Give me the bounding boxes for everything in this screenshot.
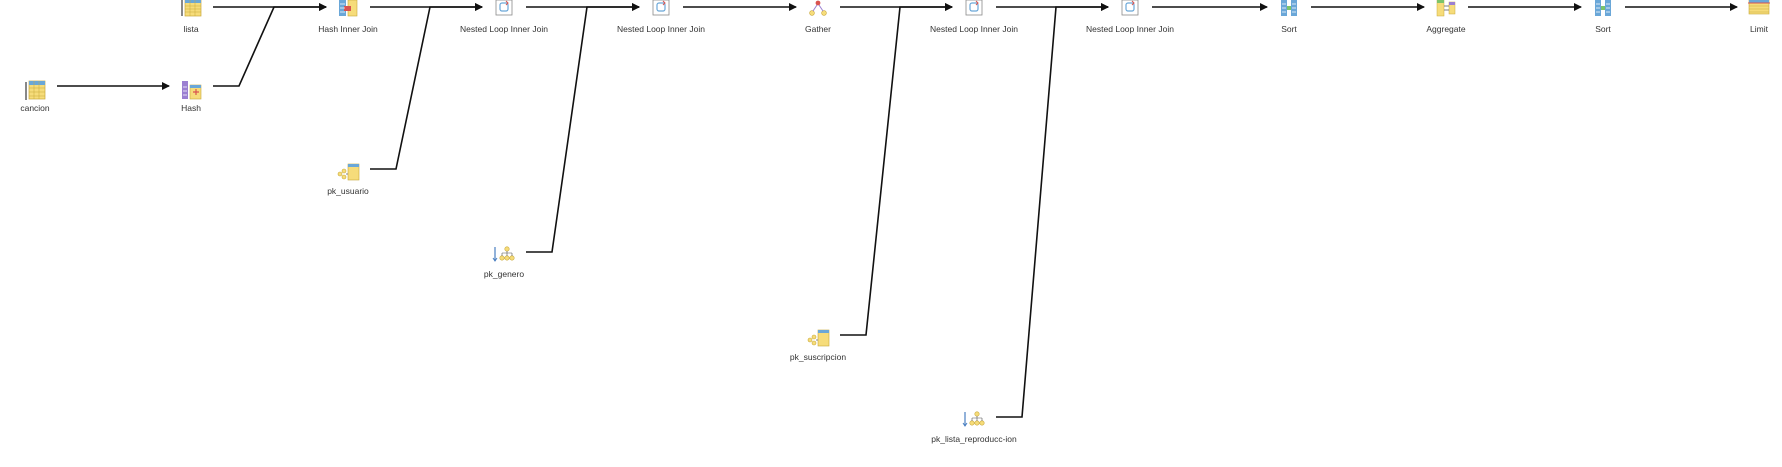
node-label: Nested Loop Inner Join <box>617 24 705 34</box>
node-label: Sort <box>1281 24 1297 34</box>
node-label: Sort <box>1595 24 1611 34</box>
node-label: Aggregate <box>1426 24 1466 34</box>
node-label: Gather <box>805 24 831 34</box>
node-pk-usuario[interactable]: pk_usuario <box>293 162 403 196</box>
node-label: pk_lista_reproducc-ion <box>931 434 1017 444</box>
hash-icon <box>182 81 202 100</box>
node-sort-1[interactable]: Sort <box>1234 0 1344 34</box>
node-label: Nested Loop Inner Join <box>1086 24 1174 34</box>
node-label: Hash Inner Join <box>318 24 378 34</box>
node-lista[interactable]: lista <box>136 0 246 34</box>
index-only-scan-icon <box>492 246 515 262</box>
edge-pk_genero-to-nested_loop_2 <box>526 3 640 253</box>
sort-icon <box>1595 0 1611 16</box>
nested-loop-icon <box>965 0 983 16</box>
node-nested-loop-1[interactable]: Nested Loop Inner Join <box>449 0 559 34</box>
node-label: Limit <box>1750 24 1768 34</box>
node-hash[interactable]: Hash <box>136 79 246 113</box>
node-cancion[interactable]: cancion <box>0 79 90 113</box>
index-scan-icon <box>337 163 360 181</box>
nested-loop-icon <box>1121 0 1139 16</box>
node-nested-loop-2[interactable]: Nested Loop Inner Join <box>606 0 716 34</box>
node-nested-loop-3[interactable]: Nested Loop Inner Join <box>919 0 1029 34</box>
nested-loop-icon <box>652 0 670 16</box>
edge-pk_lista_reproduccion-to-nested_loop_4 <box>996 3 1109 418</box>
node-label: pk_genero <box>483 269 525 279</box>
gather-icon <box>809 0 827 16</box>
node-label: Hash <box>181 103 201 113</box>
node-label: pk_usuario <box>327 186 369 196</box>
index-scan-icon <box>807 329 830 347</box>
sort-icon <box>1281 0 1297 16</box>
nested-loop-icon <box>495 0 513 16</box>
node-label: Nested Loop Inner Join <box>460 24 548 34</box>
node-label: pk_suscripcion <box>789 352 847 362</box>
node-label: Nested Loop Inner Join <box>930 24 1018 34</box>
aggregate-icon <box>1436 0 1456 17</box>
edge-pk_suscripcion-to-nested_loop_3 <box>840 3 953 336</box>
node-pk-genero[interactable]: pk_genero <box>449 245 559 279</box>
node-pk-lista-reproduccion[interactable]: pk_lista_reproducc-ion <box>919 410 1029 444</box>
index-only-scan-icon <box>962 411 985 427</box>
seq-scan-icon <box>25 80 46 100</box>
limit-icon <box>1748 0 1770 15</box>
node-label: lista <box>183 24 199 34</box>
node-limit[interactable]: Limit <box>1704 0 1782 34</box>
edge-pk_usuario-to-nested_loop_1 <box>370 3 483 170</box>
seq-scan-icon <box>181 0 202 17</box>
node-aggregate[interactable]: Aggregate <box>1391 0 1501 34</box>
node-hash-inner-join[interactable]: Hash Inner Join <box>293 0 403 34</box>
node-label: cancion <box>20 103 50 113</box>
node-gather[interactable]: Gather <box>763 0 873 34</box>
node-sort-2[interactable]: Sort <box>1548 0 1658 34</box>
node-pk-suscripcion[interactable]: pk_suscripcion <box>763 328 873 362</box>
hash-join-icon <box>339 0 358 17</box>
edge-hash-to-hash_inner_join <box>213 3 327 87</box>
node-nested-loop-4[interactable]: Nested Loop Inner Join <box>1075 0 1185 34</box>
